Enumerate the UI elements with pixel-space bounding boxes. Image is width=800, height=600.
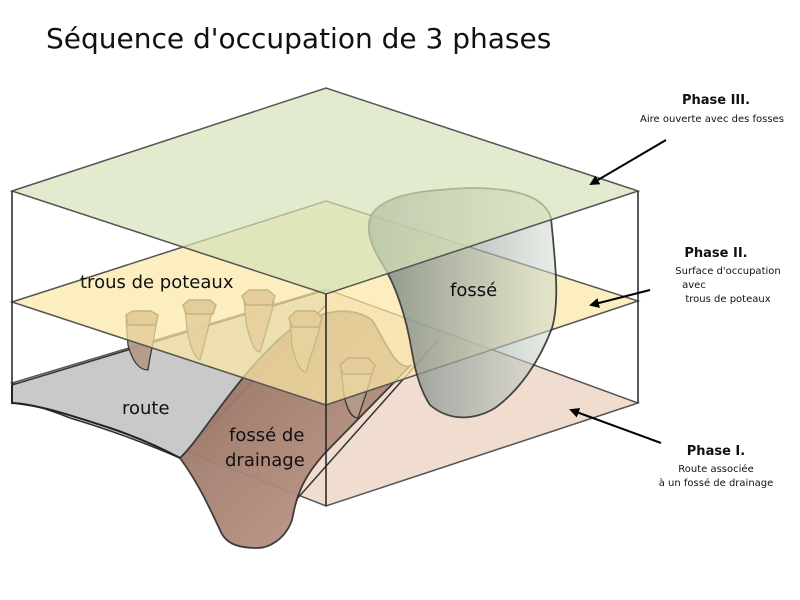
block-edges <box>11 191 639 506</box>
phase3-heading: Phase III. <box>682 93 750 108</box>
phase1-desc-line1: Route associée <box>678 463 753 475</box>
phase1-heading: Phase I. <box>687 444 745 459</box>
postholes-label: trous de poteaux <box>80 272 234 293</box>
phase1-arrow <box>569 408 662 444</box>
phase2-desc-line1: Surface d'occupation <box>675 266 780 277</box>
phase3-arrow <box>589 139 667 186</box>
road-edge <box>11 385 181 459</box>
phase1-desc-line2: à un fossé de drainage <box>659 477 774 489</box>
phase3-desc-line1: Aire ouverte avec des fosses <box>640 114 784 125</box>
road-label: route <box>122 398 170 419</box>
pit-label: fossé <box>450 280 497 301</box>
phase2-desc-line2: avec <box>682 280 706 291</box>
phase2-heading: Phase II. <box>684 246 747 261</box>
phase2-desc-line3: trous de poteaux <box>685 294 770 305</box>
diagram-title: Séquence d'occupation de 3 phases <box>46 22 552 55</box>
drainage-label-line1: fossé de <box>229 425 304 446</box>
drainage-label-line2: drainage <box>225 450 305 471</box>
phase2-arrow <box>589 289 651 308</box>
